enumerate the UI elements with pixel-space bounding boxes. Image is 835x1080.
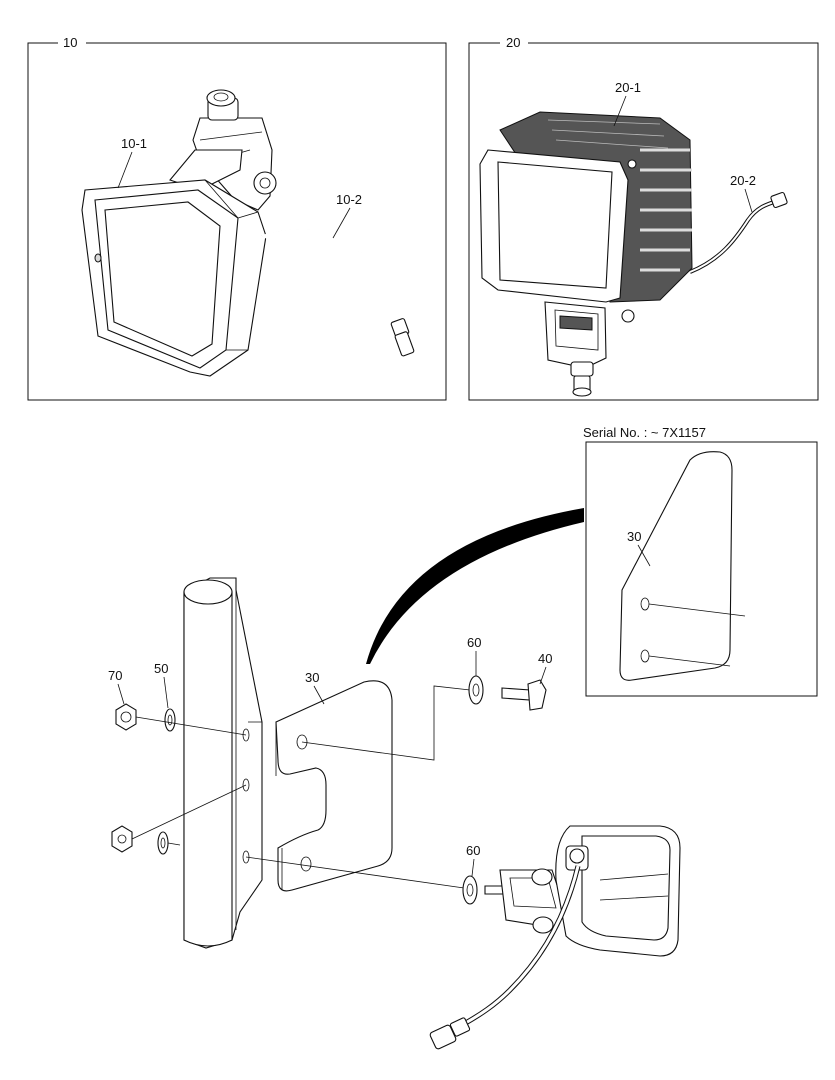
leader-40 bbox=[539, 666, 547, 685]
leader-30-main bbox=[313, 685, 325, 705]
vertical-post bbox=[183, 577, 263, 949]
box-10-label: 10 bbox=[63, 35, 77, 50]
callout-60-top: 60 bbox=[467, 635, 481, 650]
leader-70 bbox=[117, 683, 125, 705]
serial-number-note: Serial No. : ~ 7X1157 bbox=[583, 425, 706, 440]
callout-50: 50 bbox=[154, 661, 168, 676]
callout-30-main: 30 bbox=[305, 670, 319, 685]
callout-40: 40 bbox=[538, 651, 552, 666]
leader-20-2 bbox=[744, 188, 753, 213]
callout-70: 70 bbox=[108, 668, 122, 683]
assembly-line-top-right bbox=[301, 685, 471, 761]
callout-60-bottom: 60 bbox=[466, 843, 480, 858]
callout-20-2: 20-2 bbox=[730, 173, 756, 188]
leader-20-1 bbox=[613, 95, 627, 127]
washer-50-top bbox=[164, 708, 176, 732]
box-20-variant-frame: 20 bbox=[468, 35, 819, 401]
washer-50-bottom bbox=[157, 831, 169, 855]
washer-60-top bbox=[468, 675, 484, 705]
leader-60-bottom bbox=[471, 858, 475, 877]
work-lamp-10-1 bbox=[81, 89, 277, 377]
nut-70-bottom bbox=[111, 825, 133, 853]
installed-work-lamp bbox=[484, 825, 681, 957]
box-20-label: 20 bbox=[506, 35, 520, 50]
assembly-line-top-left bbox=[135, 716, 247, 736]
cable-10-2 bbox=[261, 228, 415, 357]
leader-10-1 bbox=[117, 151, 133, 189]
callout-10-2: 10-2 bbox=[336, 192, 362, 207]
nut-70-top bbox=[115, 703, 137, 731]
callout-20-1: 20-1 bbox=[615, 80, 641, 95]
callout-10-1: 10-1 bbox=[121, 136, 147, 151]
cable-20-2 bbox=[689, 191, 788, 274]
washer-60-bottom bbox=[462, 875, 478, 905]
leader-10-2 bbox=[332, 207, 351, 239]
box-10-variant-frame: 10 bbox=[27, 35, 447, 401]
detail-pointer-arrow bbox=[366, 508, 584, 664]
leader-30-detail bbox=[637, 544, 651, 567]
mounting-bracket-30 bbox=[275, 680, 393, 892]
leader-50 bbox=[163, 676, 169, 709]
callout-30-detail: 30 bbox=[627, 529, 641, 544]
assembly-line-bottom-left bbox=[131, 784, 247, 840]
led-work-lamp-20-1 bbox=[479, 111, 693, 397]
bolt-40 bbox=[501, 679, 547, 711]
detail-bracket-30 bbox=[619, 451, 746, 681]
assembly-line-bottom-right bbox=[245, 856, 465, 889]
serial-detail-frame bbox=[585, 441, 818, 697]
installed-lamp-cable bbox=[429, 865, 581, 1050]
